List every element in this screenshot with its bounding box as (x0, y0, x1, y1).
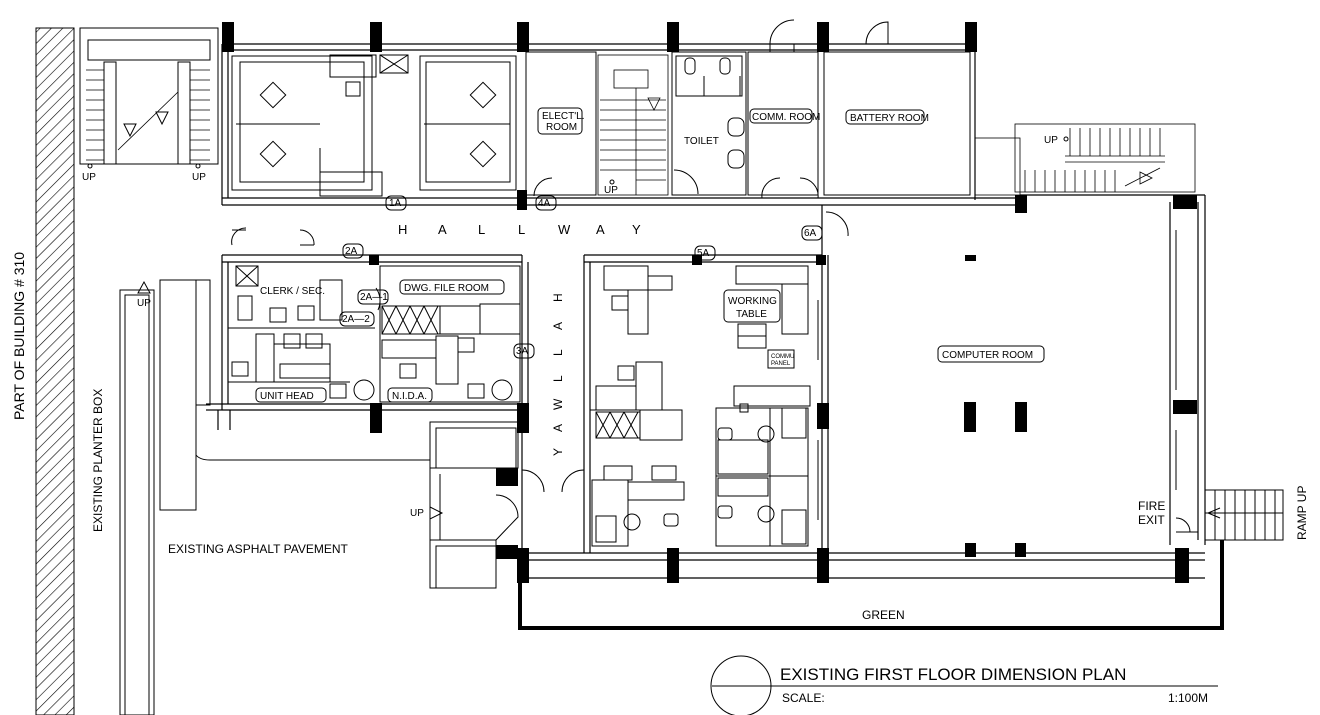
stair-right (974, 123, 1196, 196)
clerk-label: CLERK / SEC. (260, 286, 325, 297)
svg-text:A: A (438, 222, 447, 237)
unit-head-room (228, 333, 375, 401)
commu-label-2: PANEL (771, 361, 791, 367)
green-label: GREEN (862, 608, 905, 622)
working-label: WORKING (728, 296, 777, 307)
up-label-lobby: UP (410, 508, 424, 519)
window-marks (817, 230, 1177, 520)
door-3a: 3A (516, 346, 529, 357)
scale-label: SCALE: (782, 691, 825, 705)
svg-text:A: A (551, 322, 565, 330)
building-label: PART OF BUILDING # 310 (11, 252, 27, 420)
svg-text:W: W (558, 222, 571, 237)
green-boundary (518, 540, 1224, 630)
toilet-label: TOILET (684, 136, 719, 147)
elect-label-2: ROOM (546, 122, 577, 133)
ramp (1204, 489, 1284, 541)
door-1a: 1A (389, 198, 402, 209)
comm-label: COMM. ROOM (752, 112, 820, 123)
door-2a: 2A (345, 246, 358, 257)
fire-exit-label-2: EXIT (1138, 513, 1165, 527)
existing-building-wall (35, 27, 75, 715)
chair-icon (259, 81, 497, 168)
hallway-v-text: H A L L W A Y (551, 293, 565, 456)
planter-box (119, 279, 211, 715)
svg-text:H: H (398, 222, 407, 237)
hallway-h-text: H A L L W A Y (398, 222, 641, 237)
svg-text:Y: Y (551, 448, 565, 456)
up-label-stair-1: UP (82, 172, 96, 183)
fire-exit-label: FIRE (1138, 499, 1165, 513)
up-label-planter: UP (137, 298, 151, 309)
electrical-room (525, 51, 597, 196)
scale-value: 1:100M (1168, 691, 1208, 705)
up-label-right: UP (1044, 135, 1058, 146)
office-chair-icon (623, 425, 775, 531)
work-room (590, 265, 811, 547)
fire-exit-door (1175, 517, 1198, 533)
hallway-doors (231, 211, 849, 246)
door-2a2: 2A—2 (342, 314, 370, 325)
working-label-2: TABLE (736, 309, 767, 320)
north-office (231, 54, 517, 197)
svg-text:L: L (551, 349, 565, 356)
columns (222, 22, 1197, 583)
unit-head-label: UNIT HEAD (260, 391, 314, 402)
up-label-stair-2: UP (192, 172, 206, 183)
door-4a: 4A (538, 198, 551, 209)
computer-label: COMPUTER ROOM (942, 350, 1033, 361)
planter-label: EXISTING PLANTER BOX (91, 389, 105, 532)
battery-room (823, 51, 971, 196)
pavement-edge (195, 405, 430, 461)
asphalt-label: EXISTING ASPHALT PAVEMENT (168, 542, 348, 556)
door-6a: 6A (804, 228, 817, 239)
svg-text:L: L (478, 222, 485, 237)
commu-label: COMMU (771, 354, 794, 360)
stair-arrow-icon (123, 111, 169, 138)
dwg-label: DWG. FILE ROOM (404, 283, 489, 294)
toilet-room (671, 51, 747, 196)
svg-text:Y: Y (632, 222, 641, 237)
dwg-room (379, 265, 521, 403)
ramp-label: RAMP UP (1295, 486, 1309, 540)
comm-door (761, 177, 819, 199)
svg-text:L: L (518, 222, 525, 237)
nida-label: N.I.D.A. (392, 391, 427, 402)
door-2a1: 2A—1 (360, 292, 388, 303)
battery-label: BATTERY ROOM (850, 113, 929, 124)
svg-text:A: A (551, 424, 565, 432)
svg-text:H: H (551, 293, 565, 302)
door-5a: 5A (697, 248, 710, 259)
clerk-room (228, 265, 375, 329)
stair-left (79, 27, 219, 165)
hallway-south-doors (495, 469, 585, 541)
lobby-rooms (429, 421, 519, 589)
up-label-mid: UP (604, 185, 618, 196)
stair-middle (597, 54, 669, 196)
svg-text:A: A (596, 222, 605, 237)
up-arrow-icon (137, 280, 151, 294)
svg-text:L: L (551, 375, 565, 382)
plan-title: EXISTING FIRST FLOOR DIMENSION PLAN (780, 665, 1126, 684)
elect-label: ELECT'L. (542, 111, 584, 122)
svg-text:W: W (551, 398, 565, 410)
